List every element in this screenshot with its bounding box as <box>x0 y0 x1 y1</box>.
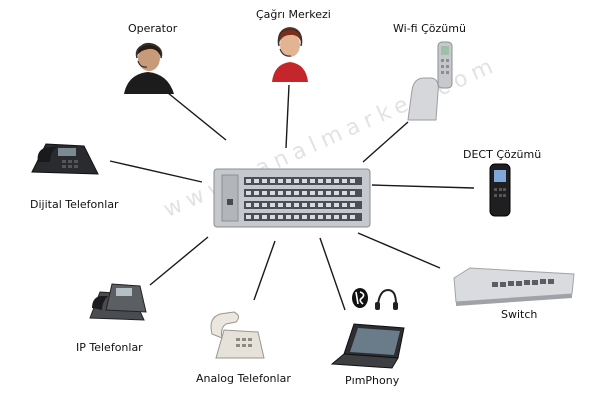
label-dect: DECT Çözümü <box>463 148 542 161</box>
dect-handset-icon <box>489 163 511 217</box>
pimphony-laptop-icon <box>330 288 405 369</box>
pbx-server-icon <box>213 168 371 228</box>
label-wifi: Wi-fi Çözümü <box>393 22 466 35</box>
digital-phone-icon <box>31 143 99 175</box>
link-switch <box>357 232 441 269</box>
call-center-agent-icon <box>272 27 308 82</box>
wifi-phone-icon <box>407 41 453 121</box>
label-pimphony: PımPhony <box>345 374 400 387</box>
link-wifi <box>362 121 409 163</box>
label-ip: IP Telefonlar <box>76 341 143 354</box>
ip-phone-icon <box>89 283 147 321</box>
label-analog: Analog Telefonlar <box>196 372 291 385</box>
label-dijital: Dijital Telefonlar <box>30 198 119 211</box>
link-analog <box>253 240 276 301</box>
link-cagri-merkezi <box>285 84 290 149</box>
label-operator: Operator <box>128 22 178 35</box>
link-dijital <box>109 160 203 183</box>
analog-phone-icon <box>210 311 265 359</box>
link-dect <box>371 184 475 189</box>
label-cagri-merkezi: Çağrı Merkezi <box>256 8 331 21</box>
label-switch: Switch <box>501 308 538 321</box>
operator-headset-person-icon <box>124 42 174 94</box>
link-operator <box>167 92 227 141</box>
network-switch-icon <box>453 267 575 306</box>
link-pimphony <box>319 237 346 311</box>
link-ip <box>149 236 209 286</box>
